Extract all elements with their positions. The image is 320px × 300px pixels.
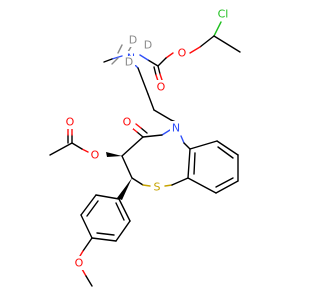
bond-ch2-ch2-b bbox=[153, 109, 172, 121]
bond-oac-cac-b bbox=[71, 142, 83, 150]
bond-c-d2 bbox=[117, 44, 123, 54]
bond-c3-c2 bbox=[121, 155, 133, 179]
wedge-c2-aryl bbox=[117, 178, 132, 200]
molecule-structure-diagram: Cl O O N D D D O O O N S bbox=[49, 7, 241, 287]
atom-n-ring: N bbox=[170, 121, 182, 135]
bond-ar-1 bbox=[95, 194, 120, 200]
bond-ccarb-n-b bbox=[139, 54, 149, 61]
bond-benz-4 bbox=[215, 180, 239, 194]
svg-text:O: O bbox=[123, 116, 132, 129]
bond-c2-s-a bbox=[131, 177, 144, 186]
atom-o-lactam: O bbox=[121, 115, 133, 129]
bond-cac-ch3 bbox=[49, 142, 73, 156]
bond-benz-6 bbox=[187, 148, 191, 179]
bond-benz-double-3 bbox=[193, 152, 196, 175]
bond-ccarb-o-double-1b bbox=[159, 73, 163, 81]
bond-ch2-ch2-a bbox=[147, 93, 155, 111]
bond-nring-c9a-b bbox=[183, 142, 191, 150]
bond-ar-double-3 bbox=[115, 202, 125, 221]
bond-ome-ch3-a bbox=[81, 268, 87, 277]
bond-cl-c bbox=[213, 21, 222, 37]
bond-c4-o-1a bbox=[136, 131, 144, 138]
svg-text:Cl: Cl bbox=[218, 8, 229, 21]
svg-text:O: O bbox=[157, 81, 166, 94]
bond-ar-ome-b bbox=[79, 250, 84, 257]
atom-o-carbamate-carbonyl: O bbox=[155, 80, 167, 94]
bond-c-methyl bbox=[213, 35, 241, 53]
bond-benz-5 bbox=[187, 177, 217, 194]
bond-ar-double-1 bbox=[86, 200, 99, 217]
svg-text:O: O bbox=[66, 116, 75, 129]
atom-d3: D bbox=[124, 56, 135, 69]
atom-d1: D bbox=[128, 34, 139, 47]
bond-ar-3 bbox=[80, 214, 93, 239]
bond-benz-1 bbox=[189, 140, 218, 150]
atom-d2: D bbox=[143, 39, 154, 52]
bond-ar-2 bbox=[80, 194, 97, 216]
bond-benz-double-2 bbox=[215, 177, 234, 188]
bond-c4-o-2b bbox=[135, 123, 142, 129]
molecule-svg: Cl O O N D D D O O O N S bbox=[49, 7, 241, 287]
atom-cl: Cl bbox=[213, 7, 233, 21]
bond-oac-cac-a bbox=[81, 148, 89, 153]
bond-c4-o-2a bbox=[140, 127, 148, 134]
bond-ar-ome-a bbox=[82, 237, 93, 252]
bond-c-d3 bbox=[111, 57, 119, 65]
bond-s-c5a-b bbox=[171, 177, 189, 186]
bond-c4-c3 bbox=[121, 136, 144, 157]
bond-ar-6 bbox=[118, 198, 131, 222]
svg-text:D: D bbox=[144, 39, 152, 52]
bond-n-cd3-b bbox=[103, 58, 113, 63]
bond-n-cd3-a bbox=[111, 55, 123, 60]
svg-text:O: O bbox=[75, 257, 84, 270]
bond-benz-double-1 bbox=[217, 146, 234, 159]
bond-ar-double-2 bbox=[96, 232, 115, 236]
bond-c2-s-b bbox=[142, 184, 151, 187]
bond-s-c5a-a bbox=[164, 184, 173, 187]
svg-text:N: N bbox=[172, 122, 180, 135]
bond-nring-c4-a bbox=[161, 129, 171, 136]
bond-ar-4 bbox=[91, 237, 117, 242]
atom-o-ester: O bbox=[176, 46, 188, 60]
bond-oester-ccarb-a bbox=[165, 52, 174, 59]
bond-ccarb-o-double-2a bbox=[153, 66, 157, 76]
bond-n-ch2-b bbox=[137, 67, 149, 95]
svg-text:D: D bbox=[125, 56, 133, 69]
bond-nring-c4-b bbox=[142, 134, 163, 138]
wedge-c3-o bbox=[106, 152, 122, 157]
atom-s-ring: S bbox=[151, 180, 163, 194]
bond-ccarb-o-double-1a bbox=[157, 65, 161, 75]
svg-text:S: S bbox=[154, 181, 161, 194]
atom-o-acetate-carbonyl: O bbox=[64, 115, 76, 129]
svg-text:D: D bbox=[129, 34, 137, 47]
bond-nring-c9a-a bbox=[180, 135, 185, 144]
bond-oester-ccarb-b bbox=[157, 57, 167, 67]
atom-o-acetate-ester: O bbox=[89, 148, 101, 162]
bond-ccarb-n-a bbox=[147, 59, 159, 67]
svg-text:O: O bbox=[91, 149, 100, 162]
bond-ar-5 bbox=[115, 220, 131, 242]
bond-benz-2 bbox=[216, 140, 239, 156]
bond-c-oester-a bbox=[199, 35, 215, 48]
bond-c-oester-b bbox=[189, 46, 201, 54]
atom-o-methoxy: O bbox=[73, 256, 85, 270]
svg-text:O: O bbox=[178, 47, 187, 60]
bond-ome-ch3-b bbox=[85, 275, 93, 287]
